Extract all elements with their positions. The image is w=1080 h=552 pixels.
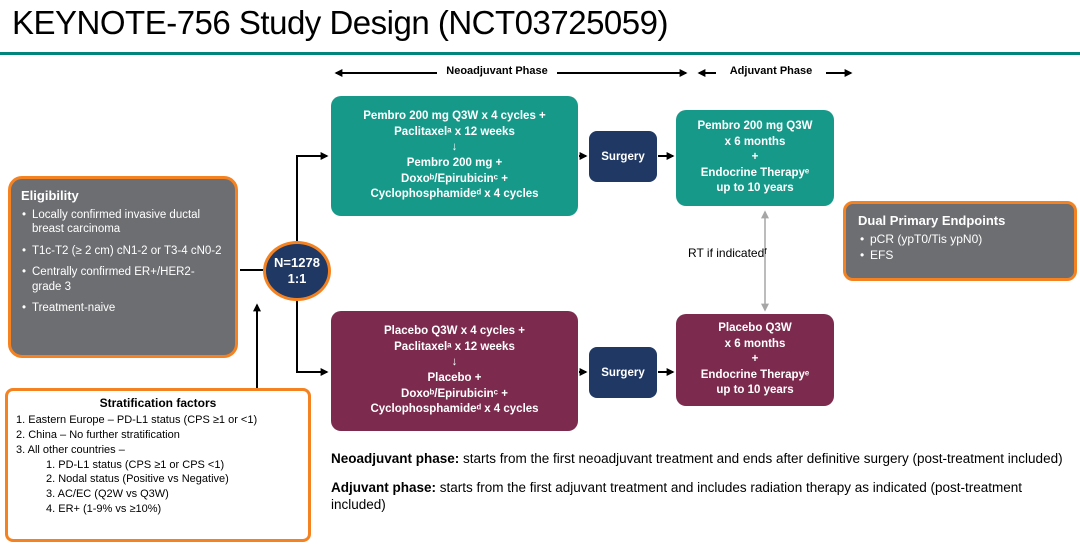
- neoadjuvant-phase-label: Neoadjuvant Phase: [442, 65, 552, 77]
- eligibility-item: Centrally confirmed ER+/HER2- grade 3: [21, 265, 225, 294]
- definition-adjuvant: Adjuvant phase: starts from the first ad…: [331, 479, 1079, 514]
- treatment-line: Endocrine Therapyᵉ: [700, 368, 810, 381]
- eligibility-item: T1c-T2 (≥ 2 cm) cN1-2 or T3-4 cN0-2: [21, 244, 225, 259]
- treatment-line: Placebo +: [427, 372, 482, 384]
- stratification-item: 3. All other countries –: [16, 443, 125, 456]
- eligibility-heading: Eligibility: [21, 188, 79, 203]
- treatment-line: +: [751, 151, 759, 164]
- adjuvant-phase-label: Adjuvant Phase: [725, 65, 817, 77]
- treatment-line: Placebo Q3W: [718, 322, 792, 335]
- placebo-neoadjuvant-box: Placebo Q3W x 4 cycles + Paclitaxelᵃ x 1…: [331, 311, 578, 431]
- definition-adjuvant-label: Adjuvant phase:: [331, 479, 437, 495]
- definition-neoadjuvant-text: starts from the first neoadjuvant treatm…: [459, 451, 1063, 466]
- endpoint-item: pCR (ypT0/Tis ypN0): [858, 231, 1062, 247]
- treatment-line: Paclitaxelᵃ x 12 weeks: [394, 340, 515, 353]
- eligibility-item: Locally confirmed invasive ductal breast…: [21, 208, 225, 237]
- eligibility-panel: Eligibility Locally confirmed invasive d…: [8, 176, 238, 358]
- treatment-line: Placebo Q3W x 4 cycles +: [384, 325, 525, 338]
- randomization-n: N=1278: [274, 255, 320, 271]
- treatment-line: Pembro 200 mg Q3W: [697, 120, 813, 133]
- stratification-sub-item: 3. AC/EC (Q2W vs Q3W): [46, 488, 169, 501]
- stratification-heading: Stratification factors: [99, 396, 217, 410]
- randomization-oval: N=1278 1:1: [263, 241, 331, 301]
- endpoints-list: pCR (ypT0/Tis ypN0) EFS: [858, 231, 1062, 264]
- endpoints-heading: Dual Primary Endpoints: [858, 213, 1006, 228]
- treatment-line: up to 10 years: [716, 384, 794, 397]
- treatment-line: Cyclophosphamideᵈ x 4 cycles: [370, 403, 539, 416]
- stratification-item: 1. Eastern Europe – PD-L1 status (CPS ≥1…: [16, 414, 258, 426]
- treatment-line: Doxoᵇ/Epirubicinᶜ +: [401, 172, 508, 185]
- endpoints-panel: Dual Primary Endpoints pCR (ypT0/Tis ypN…: [843, 201, 1077, 281]
- phase-definitions: Neoadjuvant phase: starts from the first…: [331, 450, 1079, 525]
- treatment-line: +: [751, 353, 759, 366]
- endpoint-item: EFS: [858, 247, 1062, 263]
- surgery-box-bottom: Surgery: [589, 347, 657, 398]
- stratification-sub-item: 2. Nodal status (Positive vs Negative): [46, 473, 229, 486]
- treatment-line: x 6 months: [724, 337, 786, 350]
- stratification-item: 2. China – No further stratification: [16, 428, 180, 441]
- treatment-line: x 6 months: [724, 135, 786, 148]
- surgery-box-top: Surgery: [589, 131, 657, 182]
- treatment-line: Pembro 200 mg Q3W x 4 cycles +: [363, 110, 546, 123]
- treatment-line: Endocrine Therapyᵉ: [700, 166, 810, 179]
- treatment-line: up to 10 years: [716, 182, 794, 195]
- treatment-line: Doxoᵇ/Epirubicinᶜ +: [401, 387, 508, 400]
- page-title: KEYNOTE-756 Study Design (NCT03725059): [12, 4, 669, 41]
- down-arrow-glyph: ↓: [451, 141, 458, 154]
- pembro-adjuvant-box: Pembro 200 mg Q3W x 6 months + Endocrine…: [676, 110, 834, 206]
- rt-if-indicated-label: RT if indicatedᶠ: [688, 246, 768, 260]
- stratification-sub-item: 4. ER+ (1-9% vs ≥10%): [46, 503, 162, 516]
- treatment-line: Cyclophosphamideᵈ x 4 cycles: [370, 188, 539, 201]
- definition-adjuvant-text: starts from the first adjuvant treatment…: [331, 479, 1023, 513]
- randomization-ratio: 1:1: [287, 271, 307, 286]
- definition-neoadjuvant-label: Neoadjuvant phase:: [331, 451, 460, 466]
- eligibility-list: Locally confirmed invasive ductal breast…: [21, 208, 225, 316]
- title-underline: [0, 52, 1080, 55]
- treatment-line: Paclitaxelᵃ x 12 weeks: [394, 125, 515, 138]
- stratification-panel: Stratification factors 1. Eastern Europe…: [5, 388, 311, 542]
- down-arrow-glyph: ↓: [451, 356, 458, 369]
- placebo-adjuvant-box: Placebo Q3W x 6 months + Endocrine Thera…: [676, 314, 834, 406]
- treatment-line: Pembro 200 mg +: [406, 157, 503, 169]
- pembro-neoadjuvant-box: Pembro 200 mg Q3W x 4 cycles + Paclitaxe…: [331, 96, 578, 216]
- definition-neoadjuvant: Neoadjuvant phase: starts from the first…: [331, 450, 1079, 468]
- eligibility-item: Treatment-naive: [21, 301, 225, 316]
- stratification-sub-item: 1. PD-L1 status (CPS ≥1 or CPS <1): [46, 458, 225, 471]
